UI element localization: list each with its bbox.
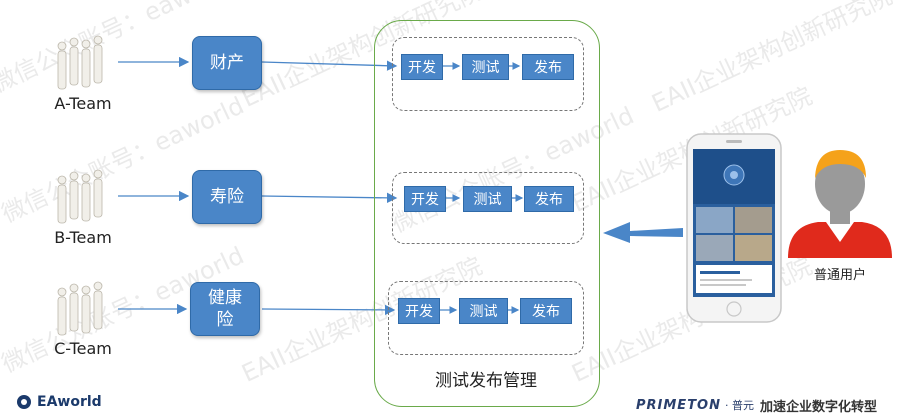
release-mgmt-title: 测试发布管理 <box>435 371 537 391</box>
step-release: 发布 <box>522 54 574 80</box>
release-mgmt-frame <box>374 20 600 407</box>
dept-box-life: 寿险 <box>192 170 262 224</box>
pipeline-group-a <box>392 37 584 111</box>
step-dev: 开发 <box>401 54 443 80</box>
dept-label: 财产 <box>210 52 244 73</box>
footer-brand: PRIMETON · 普元 <box>636 397 754 413</box>
dept-box-property: 财产 <box>192 36 262 90</box>
brand-name: PRIMETON <box>636 398 721 413</box>
step-test: 测试 <box>462 54 509 80</box>
mobile-phone-icon <box>686 133 782 323</box>
footer-slogan: 加速企业数字化转型 <box>760 400 878 415</box>
step-test: 测试 <box>459 298 508 324</box>
arrow-dept-b-to-pipeline <box>261 192 398 204</box>
pipeline-group-c <box>388 281 584 355</box>
user-label: 普通用户 <box>813 268 866 283</box>
dept-label: 寿险 <box>210 186 244 207</box>
team-label-c: C-Team <box>54 339 112 358</box>
step-release: 发布 <box>520 298 572 324</box>
step-dev: 开发 <box>398 298 440 324</box>
user-avatar-icon <box>788 150 892 258</box>
arrow-dept-c-to-pipeline <box>261 304 396 316</box>
team-label-b: B-Team <box>54 228 112 247</box>
eaworld-logo-icon <box>17 395 31 409</box>
dept-box-health: 健康 险 <box>190 282 260 336</box>
footer-logo: EAworld <box>16 394 102 410</box>
team-people-icon <box>57 169 103 224</box>
team-label-a: A-Team <box>54 94 112 113</box>
step-release: 发布 <box>524 186 574 212</box>
team-people-icon <box>57 281 103 336</box>
step-dev: 开发 <box>404 186 446 212</box>
brand-suffix: · 普元 <box>725 399 754 412</box>
pipeline-group-b <box>392 172 584 244</box>
footer-logo-text: EAworld <box>37 394 102 410</box>
step-test: 测试 <box>463 186 512 212</box>
user-to-mgmt-arrow <box>603 222 683 243</box>
team-people-icon <box>57 35 103 90</box>
dept-label: 健康 险 <box>208 287 242 330</box>
arrow-dept-a-to-pipeline <box>261 60 398 71</box>
